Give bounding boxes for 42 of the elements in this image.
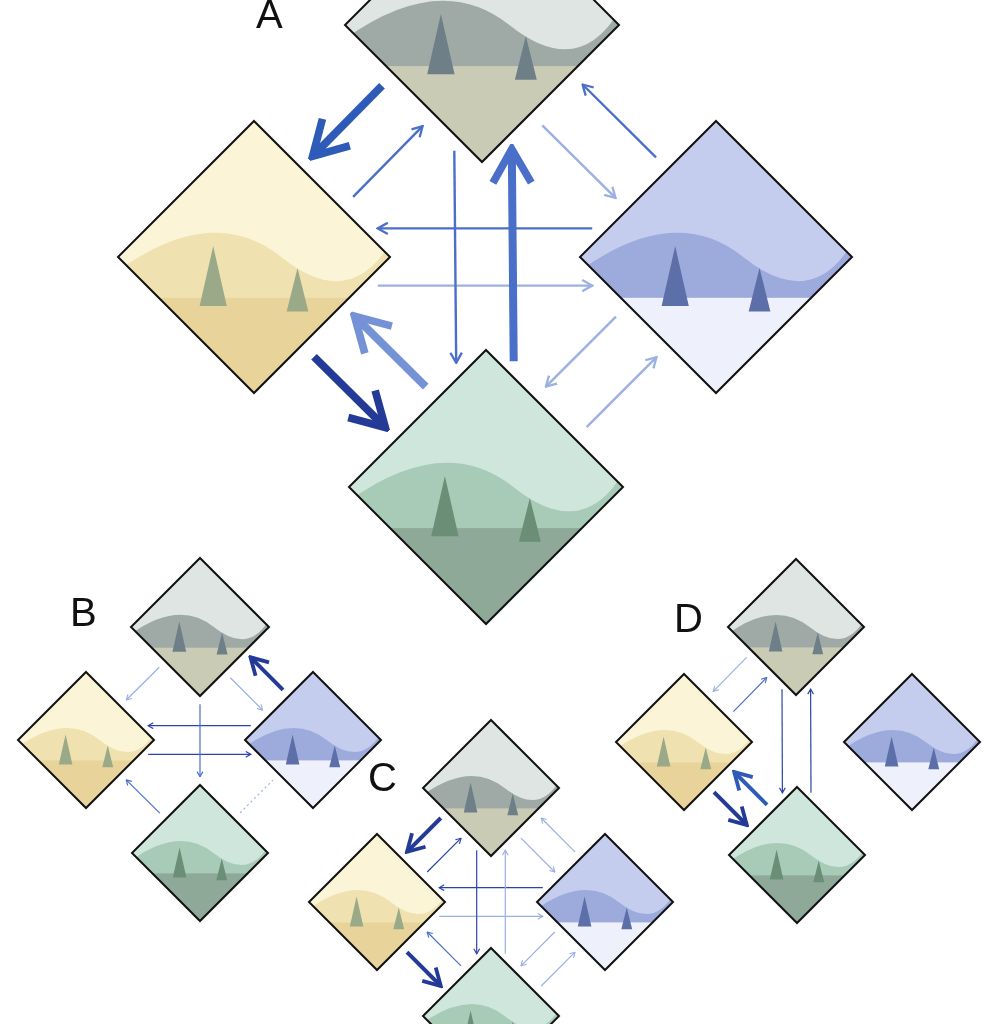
arrow [807,688,815,794]
arrow [489,145,536,362]
arrow [585,356,658,428]
arrow [778,688,786,794]
arrow [248,655,285,692]
panel-letter: A [256,0,283,34]
panel-letter: B [70,592,97,632]
arrow [352,125,424,198]
arrow [229,677,264,711]
arrow [350,312,429,390]
arrow [732,677,768,713]
arrow [540,951,576,987]
arrow [712,656,748,692]
arrow [501,849,509,955]
arrow [405,816,443,854]
arrow [712,790,749,827]
arrow [541,124,617,200]
arrow [732,770,769,807]
arrow [438,912,544,920]
arrow [377,278,594,293]
arrow [438,884,544,892]
panel-letter: C [368,757,397,797]
arrow [376,221,593,236]
arrow [449,150,463,364]
arrow [405,950,443,988]
arrow [125,666,160,701]
arrow [147,722,252,730]
arrow [147,750,252,758]
arrow [540,817,576,853]
connector-line [239,779,274,814]
arrow [520,931,556,967]
arrow [308,82,385,161]
arrow [520,837,556,873]
arrow [426,931,462,967]
arrow [473,849,481,955]
arrow [311,353,390,432]
arrow [196,703,204,778]
arrow [426,837,462,873]
arrow [581,83,657,159]
arrow [544,315,617,388]
arrow [125,779,161,814]
panel-letter: D [674,598,703,638]
